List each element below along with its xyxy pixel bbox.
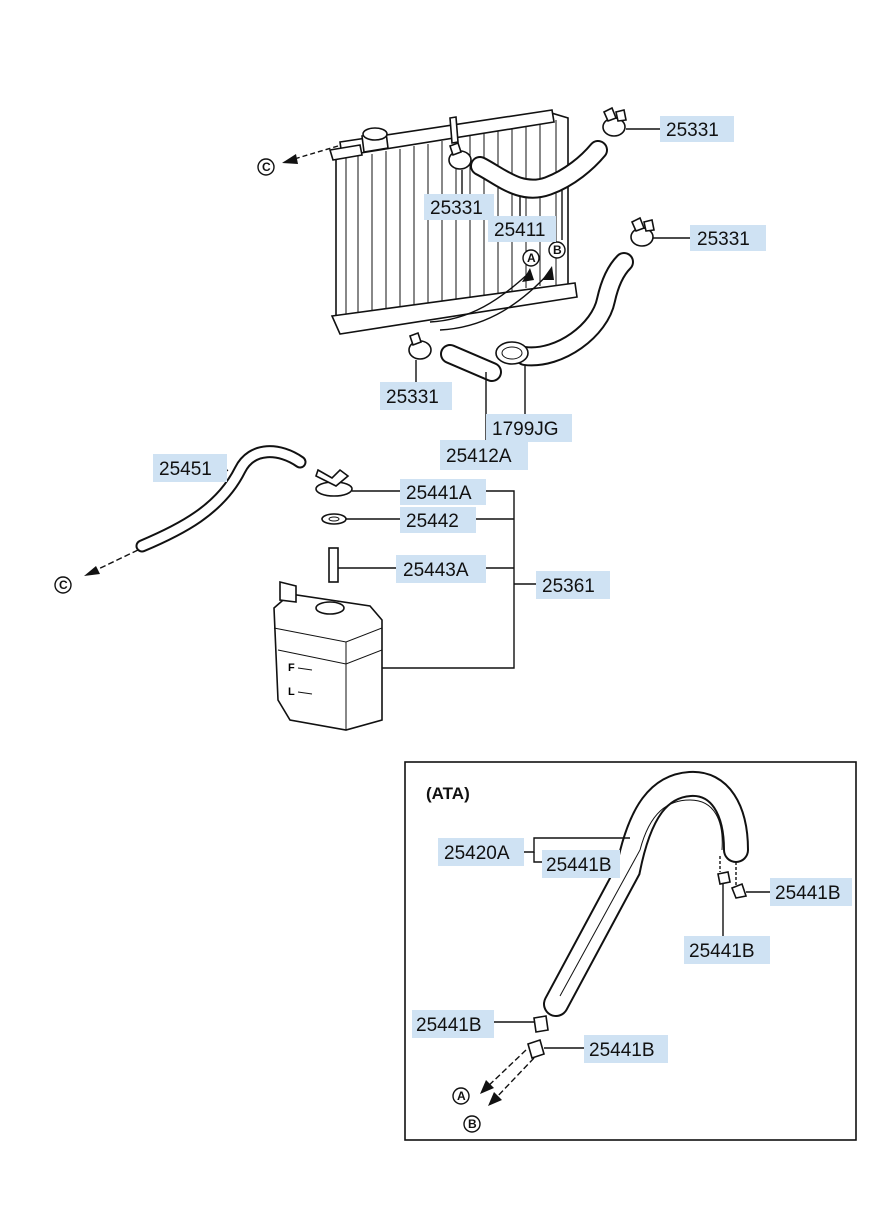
- label-25441b-middle[interactable]: 25441B: [684, 936, 770, 964]
- label-25331-top[interactable]: 25331: [660, 116, 734, 142]
- label-25441a[interactable]: 25441A: [400, 479, 486, 505]
- reservoir-full-mark: F: [288, 662, 295, 674]
- label-25441b-lower-left-text: 25441B: [416, 1015, 482, 1036]
- radiator: [328, 109, 578, 335]
- hose-clamp-left-upper: [448, 141, 472, 170]
- label-25331-right-text: 25331: [697, 229, 750, 250]
- marker-c-bottom-text: C: [59, 578, 68, 592]
- label-25441b-right[interactable]: 25441B: [770, 878, 852, 906]
- label-25451-text: 25451: [159, 459, 212, 480]
- ata-inset-title: (ATA): [426, 784, 470, 803]
- marker-a-inset-text: A: [457, 1089, 466, 1103]
- label-25441b-lower-left[interactable]: 25441B: [412, 1010, 494, 1038]
- hose-joint-1799jg: [495, 341, 529, 365]
- label-25420a-text: 25420A: [444, 843, 510, 864]
- ata-inset: (ATA): [404, 761, 857, 1141]
- label-25451[interactable]: 25451: [153, 454, 227, 482]
- atf-cooler-hoses: [543, 770, 749, 1017]
- label-25331-left[interactable]: 25331: [424, 194, 494, 220]
- label-25441a-text: 25441A: [406, 483, 472, 504]
- gasket-25442: [321, 513, 347, 525]
- hose-clamp-right: [630, 216, 655, 247]
- label-25331-lower-text: 25331: [386, 387, 439, 408]
- label-25412a-text: 25412A: [446, 446, 512, 467]
- lower-hose: [440, 252, 634, 382]
- label-25411[interactable]: 25411: [488, 216, 556, 242]
- label-25441b-lower-right-text: 25441B: [589, 1040, 655, 1061]
- leader-lines-inset: [494, 837, 770, 1049]
- marker-b-top-text: B: [553, 243, 562, 257]
- label-25443a-text: 25443A: [403, 560, 469, 581]
- tube-25443a: [328, 547, 339, 583]
- label-25441b-right-text: 25441B: [775, 883, 841, 904]
- marker-b-inset-text: B: [468, 1117, 477, 1131]
- marker-c-bottom: C: [54, 576, 72, 594]
- marker-b-inset: B: [463, 1115, 481, 1133]
- hose-clamp-lower: [408, 331, 432, 360]
- marker-a-top-text: A: [527, 251, 536, 265]
- flow-arrow-to-c-top: [282, 145, 339, 164]
- label-25441b-upper-left[interactable]: 25441B: [542, 850, 620, 878]
- marker-a-top: A: [522, 249, 540, 267]
- marker-c-top-text: C: [262, 160, 271, 174]
- marker-b-top: B: [548, 241, 566, 259]
- cooler-lines: [429, 266, 554, 331]
- label-25441b-upper-left-text: 25441B: [546, 855, 612, 876]
- label-25443a[interactable]: 25443A: [396, 555, 486, 583]
- reservoir-cap-25441a: [315, 468, 353, 497]
- label-25331-top-text: 25331: [666, 120, 719, 141]
- label-25441b-lower-right[interactable]: 25441B: [584, 1035, 668, 1063]
- label-25361-text: 25361: [542, 576, 595, 597]
- label-25441b-middle-text: 25441B: [689, 941, 755, 962]
- label-25331-left-text: 25331: [430, 198, 483, 219]
- upper-hose: [470, 140, 608, 199]
- label-1799jg[interactable]: 1799JG: [486, 414, 572, 442]
- marker-a-inset: A: [452, 1087, 470, 1105]
- hose-clip-lower: [527, 1015, 549, 1060]
- label-25420a[interactable]: 25420A: [438, 838, 524, 866]
- label-25331-lower[interactable]: 25331: [380, 382, 452, 410]
- label-1799jg-text: 1799JG: [492, 419, 559, 440]
- label-25411-text: 25411: [494, 220, 545, 241]
- hose-clip-upper: [717, 871, 748, 899]
- label-25331-right[interactable]: 25331: [690, 225, 766, 251]
- hose-clamp-top: [602, 106, 627, 137]
- overflow-hose-25451: [84, 445, 307, 576]
- inset-flow-arrows: [480, 1049, 535, 1106]
- label-25361[interactable]: 25361: [536, 571, 610, 599]
- leader-lines-top: [415, 128, 690, 440]
- reservoir-tank: F L: [273, 580, 383, 731]
- label-25412a[interactable]: 25412A: [440, 440, 528, 470]
- label-25442-text: 25442: [406, 511, 459, 532]
- marker-c-top: C: [257, 158, 275, 176]
- reservoir-low-mark: L: [288, 686, 295, 698]
- label-25442[interactable]: 25442: [400, 507, 476, 533]
